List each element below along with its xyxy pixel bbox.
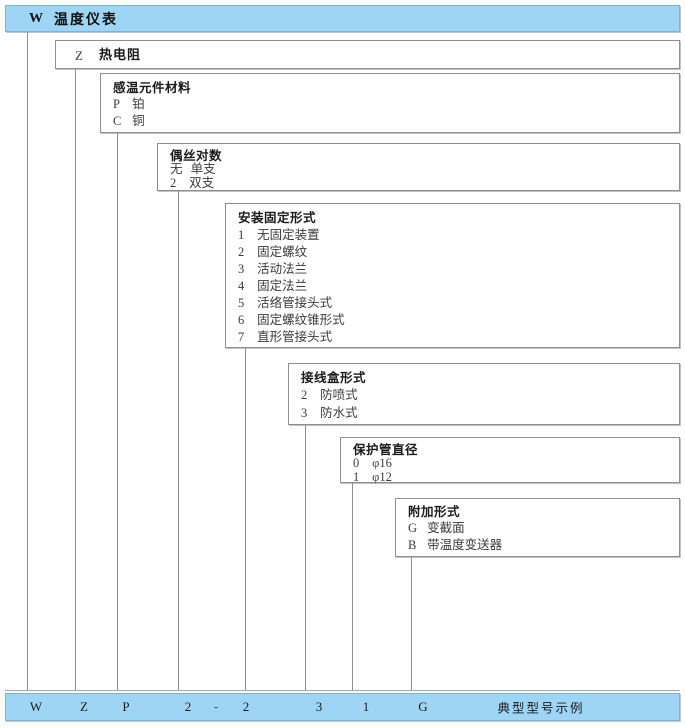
option-row: 1 φ12 — [353, 469, 392, 486]
option-row: 3 活动法兰 — [238, 261, 307, 278]
option-row: 2 防喷式 — [301, 387, 358, 404]
option-row: P 铂 — [113, 96, 145, 113]
summary-cell-separator: - — [214, 701, 218, 713]
option-code: 2 — [170, 176, 177, 190]
additional-type-head: 附加形式 — [408, 504, 461, 519]
option-code: 3 — [301, 406, 308, 420]
option-row: 5 活络管接头式 — [238, 295, 332, 312]
option-text: 活络管接头式 — [257, 296, 333, 310]
option-row: 2 固定螺纹 — [238, 244, 307, 261]
option-code: C — [113, 114, 122, 128]
option-text: 直形管接头式 — [257, 330, 333, 344]
connector-line-p — [117, 133, 118, 690]
option-row: 6 固定螺纹锥形式 — [238, 312, 345, 329]
option-text: 固定螺纹锥形式 — [257, 313, 345, 327]
option-code: 2 — [301, 388, 308, 402]
option-code: 7 — [238, 330, 245, 344]
option-row: 无 单支 — [170, 161, 216, 178]
option-code: 2 — [238, 245, 245, 259]
summary-cell-6: 3 — [315, 699, 323, 714]
option-text: 固定螺纹 — [257, 245, 308, 259]
summary-bar: W Z P 2 - 2 3 1 G 典型型号示例 — [5, 693, 680, 721]
option-row: 7 直形管接头式 — [238, 329, 332, 346]
mounting-fixing-type-head: 安装固定形式 — [238, 210, 317, 225]
summary-cell-7: 1 — [362, 699, 370, 714]
connector-line-junction-box — [305, 425, 306, 690]
option-text: 带温度变送器 — [427, 538, 503, 552]
summary-cell-4: 2 — [184, 699, 192, 714]
connector-line-mounting — [245, 348, 246, 690]
instrument-type-code: Z — [75, 48, 83, 63]
summary-cell-8: G — [418, 699, 428, 714]
option-text: 铜 — [132, 114, 145, 128]
option-code: G — [408, 521, 418, 535]
junction-box-type-head: 接线盒形式 — [301, 370, 367, 385]
node-junction-box-type: 接线盒形式 2 防喷式 3 防水式 — [288, 363, 680, 425]
instrument-type-label: 热电阻 — [99, 48, 142, 63]
option-code: 4 — [238, 279, 245, 293]
connector-line-additional — [411, 557, 412, 690]
option-code: 6 — [238, 313, 245, 327]
option-code: 0 — [353, 456, 360, 470]
title-bar: W 温度仪表 — [5, 5, 680, 32]
protection-tube-diameter-head: 保护管直径 — [353, 442, 419, 457]
option-code: 1 — [353, 470, 360, 484]
option-text: 铂 — [132, 97, 145, 111]
option-code: 3 — [238, 262, 245, 276]
option-row: G 变截面 — [408, 520, 465, 537]
node-additional-type: 附加形式 G 变截面 B 带温度变送器 — [395, 498, 680, 557]
title-bar-code: W — [29, 10, 43, 26]
summary-cell-1: W — [29, 699, 43, 714]
summary-cell-5: 2 — [242, 699, 250, 714]
option-row: 1 无固定装置 — [238, 227, 320, 244]
option-code: B — [408, 538, 417, 552]
option-code: 1 — [238, 228, 245, 242]
connector-line-pairs — [178, 191, 179, 690]
option-text: φ12 — [372, 470, 392, 484]
option-text: 固定法兰 — [257, 279, 308, 293]
title-bar-label: 温度仪表 — [54, 11, 118, 28]
node-wire-pair-count: 偶丝对数 无 单支 2 双支 — [157, 143, 680, 191]
option-text: φ16 — [372, 456, 392, 470]
option-text: 活动法兰 — [257, 262, 308, 276]
option-text: 防喷式 — [320, 388, 358, 402]
option-text: 双支 — [189, 176, 215, 190]
node-sensing-element-material: 感温元件材料 P 铂 C 铜 — [100, 73, 680, 133]
option-text: 无固定装置 — [257, 228, 320, 242]
node-mounting-fixing-type: 安装固定形式 1 无固定装置 2 固定螺纹 3 活动法兰 4 固定法兰 5 活络… — [225, 203, 680, 348]
option-text: 防水式 — [320, 406, 358, 420]
wire-pair-count-head: 偶丝对数 — [170, 148, 223, 163]
summary-baseline — [5, 690, 680, 691]
node-protection-tube-diameter: 保护管直径 0 φ16 1 φ12 — [340, 437, 680, 486]
option-row: 3 防水式 — [301, 405, 358, 422]
option-row: B 带温度变送器 — [408, 537, 502, 554]
summary-cell-3: P — [122, 699, 130, 714]
sensing-element-material-head: 感温元件材料 — [113, 80, 192, 95]
option-row: 2 双支 — [170, 175, 214, 192]
connector-line-tube-diameter — [352, 483, 353, 690]
option-text: 单支 — [190, 162, 216, 176]
option-row: 0 φ16 — [353, 455, 392, 472]
option-code: 5 — [238, 296, 245, 310]
connector-line-w — [27, 32, 28, 690]
option-text: 变截面 — [427, 521, 465, 535]
summary-cell-2: Z — [80, 699, 88, 714]
node-instrument-type: Z 热电阻 — [55, 40, 680, 69]
option-row: C 铜 — [113, 113, 145, 130]
connector-line-z — [75, 69, 76, 690]
option-code: 无 — [170, 162, 183, 176]
option-code: P — [113, 97, 120, 111]
summary-note: 典型型号示例 — [497, 700, 585, 716]
option-row: 4 固定法兰 — [238, 278, 307, 295]
